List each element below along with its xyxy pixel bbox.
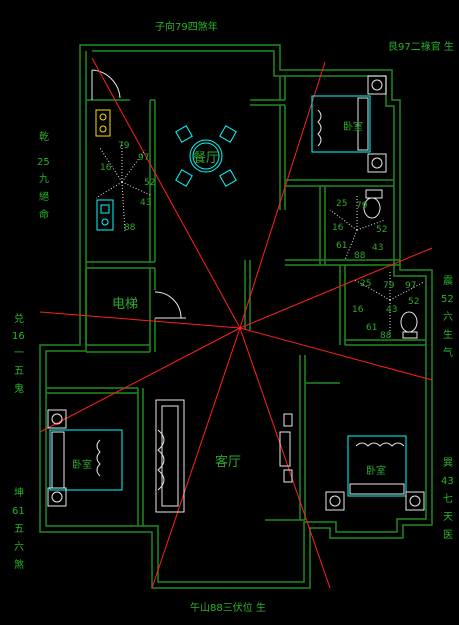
bed-se [325, 435, 425, 511]
bath2-num-7: 61 [366, 323, 377, 333]
room-label-dining: 餐厅 [193, 150, 219, 166]
svg-text:医: 医 [443, 529, 453, 541]
sofa [155, 399, 185, 513]
bath2-num-8: 88 [380, 331, 392, 341]
svg-text:生: 生 [443, 328, 453, 341]
svg-text:43: 43 [441, 476, 454, 487]
svg-text:鬼: 鬼 [14, 382, 24, 395]
bath2-num-3: 97 [405, 281, 416, 291]
room-label-living: 客厅 [215, 454, 241, 470]
bath2-num-2: 79 [383, 281, 395, 291]
svg-text:九: 九 [39, 173, 49, 185]
svg-text:兑: 兑 [14, 312, 24, 325]
svg-text:五: 五 [14, 524, 24, 535]
svg-text:16: 16 [12, 331, 25, 342]
kitchen-num-3: 52 [144, 178, 155, 188]
bath2-num-4: 52 [408, 297, 419, 307]
svg-text:七: 七 [443, 493, 453, 505]
bath1-num-7: 88 [354, 251, 366, 261]
room-label-bedroom-ne: 卧室 [343, 120, 363, 133]
svg-text:命: 命 [39, 208, 49, 221]
kitchen-num-2: 97 [138, 153, 149, 163]
bath1-num-1: 25 [336, 199, 347, 209]
svg-text:六: 六 [14, 541, 24, 553]
bath1-num-2: 79 [356, 201, 368, 211]
toilet-bath1 [363, 189, 383, 219]
bath1-num-5: 16 [332, 223, 344, 233]
room-label-bedroom-sw: 卧室 [72, 458, 92, 471]
room-label-elevator: 电梯 [112, 297, 138, 312]
annotation-right-upper: 震 52 六 生 气 [441, 275, 454, 359]
bath2-num-5: 43 [386, 305, 397, 315]
bed-sw [47, 409, 123, 507]
svg-text:气: 气 [443, 346, 453, 359]
bath1-compass: 25 79 52 43 16 61 88 [329, 195, 387, 261]
kitchen-fixtures [95, 109, 114, 231]
bath1-num-4: 43 [372, 243, 383, 253]
svg-text:巽: 巽 [443, 457, 453, 469]
bed-ne [311, 75, 387, 173]
svg-text:六: 六 [443, 311, 453, 323]
annotation-left-upper: 乾 25 九 絕 命 [37, 130, 50, 221]
svg-text:乾: 乾 [39, 130, 49, 143]
annotation-left-middle: 兑 16 一 五 鬼 [12, 312, 25, 395]
svg-text:煞: 煞 [14, 558, 24, 571]
bath2-num-6: 16 [352, 305, 364, 315]
doors [91, 69, 186, 319]
room-label-bedroom-se: 卧室 [366, 464, 386, 477]
svg-text:坤: 坤 [14, 486, 24, 499]
annotation-top-right: 艮97二祿官 生 [388, 40, 454, 53]
kitchen-num-4: 43 [140, 198, 151, 208]
svg-text:一: 一 [14, 348, 24, 359]
svg-text:絕: 絕 [39, 190, 49, 203]
annotation-bottom: 午山88三伏位 生 [190, 601, 266, 614]
svg-text:五: 五 [14, 366, 24, 377]
bath1-num-3: 52 [376, 225, 387, 235]
svg-text:61: 61 [12, 506, 25, 517]
bath1-num-6: 61 [336, 241, 347, 251]
sector-lines [39, 57, 433, 589]
annotation-top: 子向79四煞年 [155, 20, 218, 33]
kitchen-num-1: 79 [118, 141, 130, 151]
kitchen-compass: 79 97 52 43 16 88 [95, 140, 155, 233]
tv-unit [279, 413, 293, 483]
annotation-left-lower: 坤 61 五 六 煞 [12, 486, 25, 571]
annotation-right-lower: 巽 43 七 天 医 [441, 457, 454, 541]
svg-text:25: 25 [37, 157, 50, 168]
kitchen-num-5: 16 [100, 163, 112, 173]
svg-text:震: 震 [443, 275, 453, 287]
kitchen-num-6: 88 [124, 223, 136, 233]
bath2-num-1: 25 [360, 279, 371, 289]
svg-text:天: 天 [443, 512, 453, 523]
toilet-bath2 [400, 311, 418, 339]
svg-text:52: 52 [441, 294, 454, 305]
bath2-compass: 25 79 97 52 43 16 61 88 [352, 270, 425, 341]
dining-table [175, 125, 237, 187]
